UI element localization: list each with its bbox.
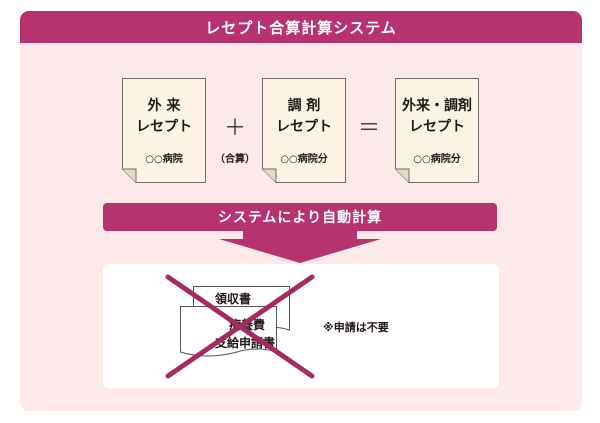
document-line2: レセプト <box>409 119 465 135</box>
title-bar: レセプト合算計算システム <box>20 11 582 43</box>
equals-operator: ＝ <box>357 116 380 141</box>
plus-caption: （合算） <box>215 154 255 165</box>
document-page-icon <box>262 78 346 183</box>
document-hospital: ○○病院 <box>145 154 183 165</box>
document-combined-receipt: 外来・調剤 レセプト ○○病院分 <box>395 78 479 183</box>
auto-calc-label: システムにより自動計算 <box>217 210 383 226</box>
document-page-icon <box>122 78 206 183</box>
document-pharmacy-receipt: 調 剤 レセプト ○○病院分 <box>262 78 346 183</box>
document-line2: レセプト <box>276 119 332 135</box>
cross-out-icon <box>165 274 315 379</box>
document-line2: レセプト <box>136 119 192 135</box>
auto-calc-arrow <box>103 203 497 263</box>
document-line1: 外来・調剤 <box>402 98 472 114</box>
document-page-icon <box>395 78 479 183</box>
document-line1: 外 来 <box>147 98 181 114</box>
diagram-title: レセプト合算計算システム <box>205 18 397 37</box>
document-line1: 調 剤 <box>287 98 321 114</box>
plus-operator: ＋ <box>223 116 246 141</box>
document-outpatient-receipt: 外 来 レセプト ○○病院 <box>122 78 206 183</box>
document-hospital: ○○病院分 <box>413 154 461 165</box>
no-application-note: ※申請は不要 <box>323 321 389 334</box>
document-hospital: ○○病院分 <box>280 154 328 165</box>
receipt-form-label: 領収書 <box>215 292 252 306</box>
